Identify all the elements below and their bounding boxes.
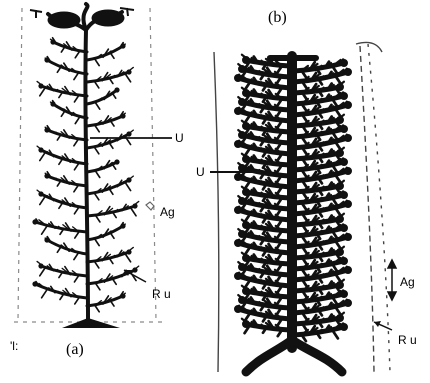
branch-tip [243, 90, 250, 97]
panel-a-label-ru: R u [152, 287, 171, 301]
branch-tip [239, 165, 246, 172]
branch-tip [39, 192, 43, 196]
branch-tip [235, 174, 242, 181]
panel-b-label-ag: Ag [400, 275, 415, 289]
branch-tip [243, 288, 250, 295]
branch-tip [115, 88, 119, 92]
branch-tip [239, 99, 246, 106]
branch-tip [45, 174, 49, 178]
branch-tip [341, 126, 348, 133]
branch-tip [127, 132, 131, 136]
crown-lobe [92, 10, 124, 26]
branch-tip [341, 225, 348, 232]
branch-tip [239, 231, 246, 238]
branch-tip [341, 324, 348, 331]
branch-tip [239, 264, 246, 271]
branch-tip [235, 75, 242, 82]
branch-tip [345, 135, 352, 142]
branch-tip [133, 268, 137, 272]
branch-tip [39, 84, 43, 88]
branch-tip [341, 93, 348, 100]
branch-tip [239, 66, 246, 73]
branch-tip [33, 282, 37, 286]
branch-tip [45, 58, 49, 62]
branch-tip [45, 128, 49, 132]
crown-lobe [48, 12, 80, 28]
branch-tip [337, 282, 344, 289]
branch-tip [345, 102, 352, 109]
branch-tip [341, 291, 348, 298]
branch-tip [121, 44, 125, 48]
branch-tip [121, 114, 125, 118]
branch-tip [235, 306, 242, 313]
branch-tip [239, 297, 246, 304]
branch-tip [121, 294, 125, 298]
branch-tip [345, 234, 352, 241]
branch-tip [45, 238, 49, 242]
branch-tip [337, 216, 344, 223]
branch-tip [337, 84, 344, 91]
branch-tip [51, 40, 55, 44]
branch-tip [243, 189, 250, 196]
branch-tip [341, 258, 348, 265]
panel-a-corner-mark: 'l: [10, 339, 18, 353]
branch-tip [243, 156, 250, 163]
branch-tip [39, 264, 43, 268]
branch-tip [239, 132, 246, 139]
branch-tip [127, 178, 131, 182]
branch-tip [345, 168, 352, 175]
branch-tip [243, 222, 250, 229]
branch-tip [235, 273, 242, 280]
branch-tip [341, 60, 348, 67]
branch-tip [341, 159, 348, 166]
branch-tip [51, 102, 55, 106]
branch-tip [235, 108, 242, 115]
branch-tip [337, 117, 344, 124]
branch-tip [39, 148, 43, 152]
branch-tip [243, 321, 250, 328]
branch-tip [243, 57, 250, 64]
branch-tip [341, 192, 348, 199]
branch-tip [127, 70, 131, 74]
branch-tip [345, 69, 352, 76]
panel-b-label-u: U [196, 165, 205, 179]
panel-a-caption: (a) [66, 341, 84, 358]
branch-tip [345, 267, 352, 274]
branch-tip [235, 240, 242, 247]
branch-tip [337, 183, 344, 190]
panel-a-label-u: U [175, 131, 184, 145]
branch-tip [239, 198, 246, 205]
branch-tip [337, 315, 344, 322]
branch-tip [337, 249, 344, 256]
branch-tip [345, 201, 352, 208]
branch-tip [127, 250, 131, 254]
panel-b-caption: (b) [268, 9, 287, 26]
branch-tip [235, 141, 242, 148]
branch-tip [121, 224, 125, 228]
branch-tip [337, 150, 344, 157]
branch-tip [243, 123, 250, 130]
branch-tip [243, 255, 250, 262]
branch-tip [33, 220, 37, 224]
panel-b-label-ru: R u [398, 333, 417, 347]
branch-tip [115, 160, 119, 164]
branch-tip [235, 207, 242, 214]
branch-tip [133, 204, 137, 208]
panel-a-label-ag: Ag [160, 205, 175, 219]
branch-tip [345, 300, 352, 307]
